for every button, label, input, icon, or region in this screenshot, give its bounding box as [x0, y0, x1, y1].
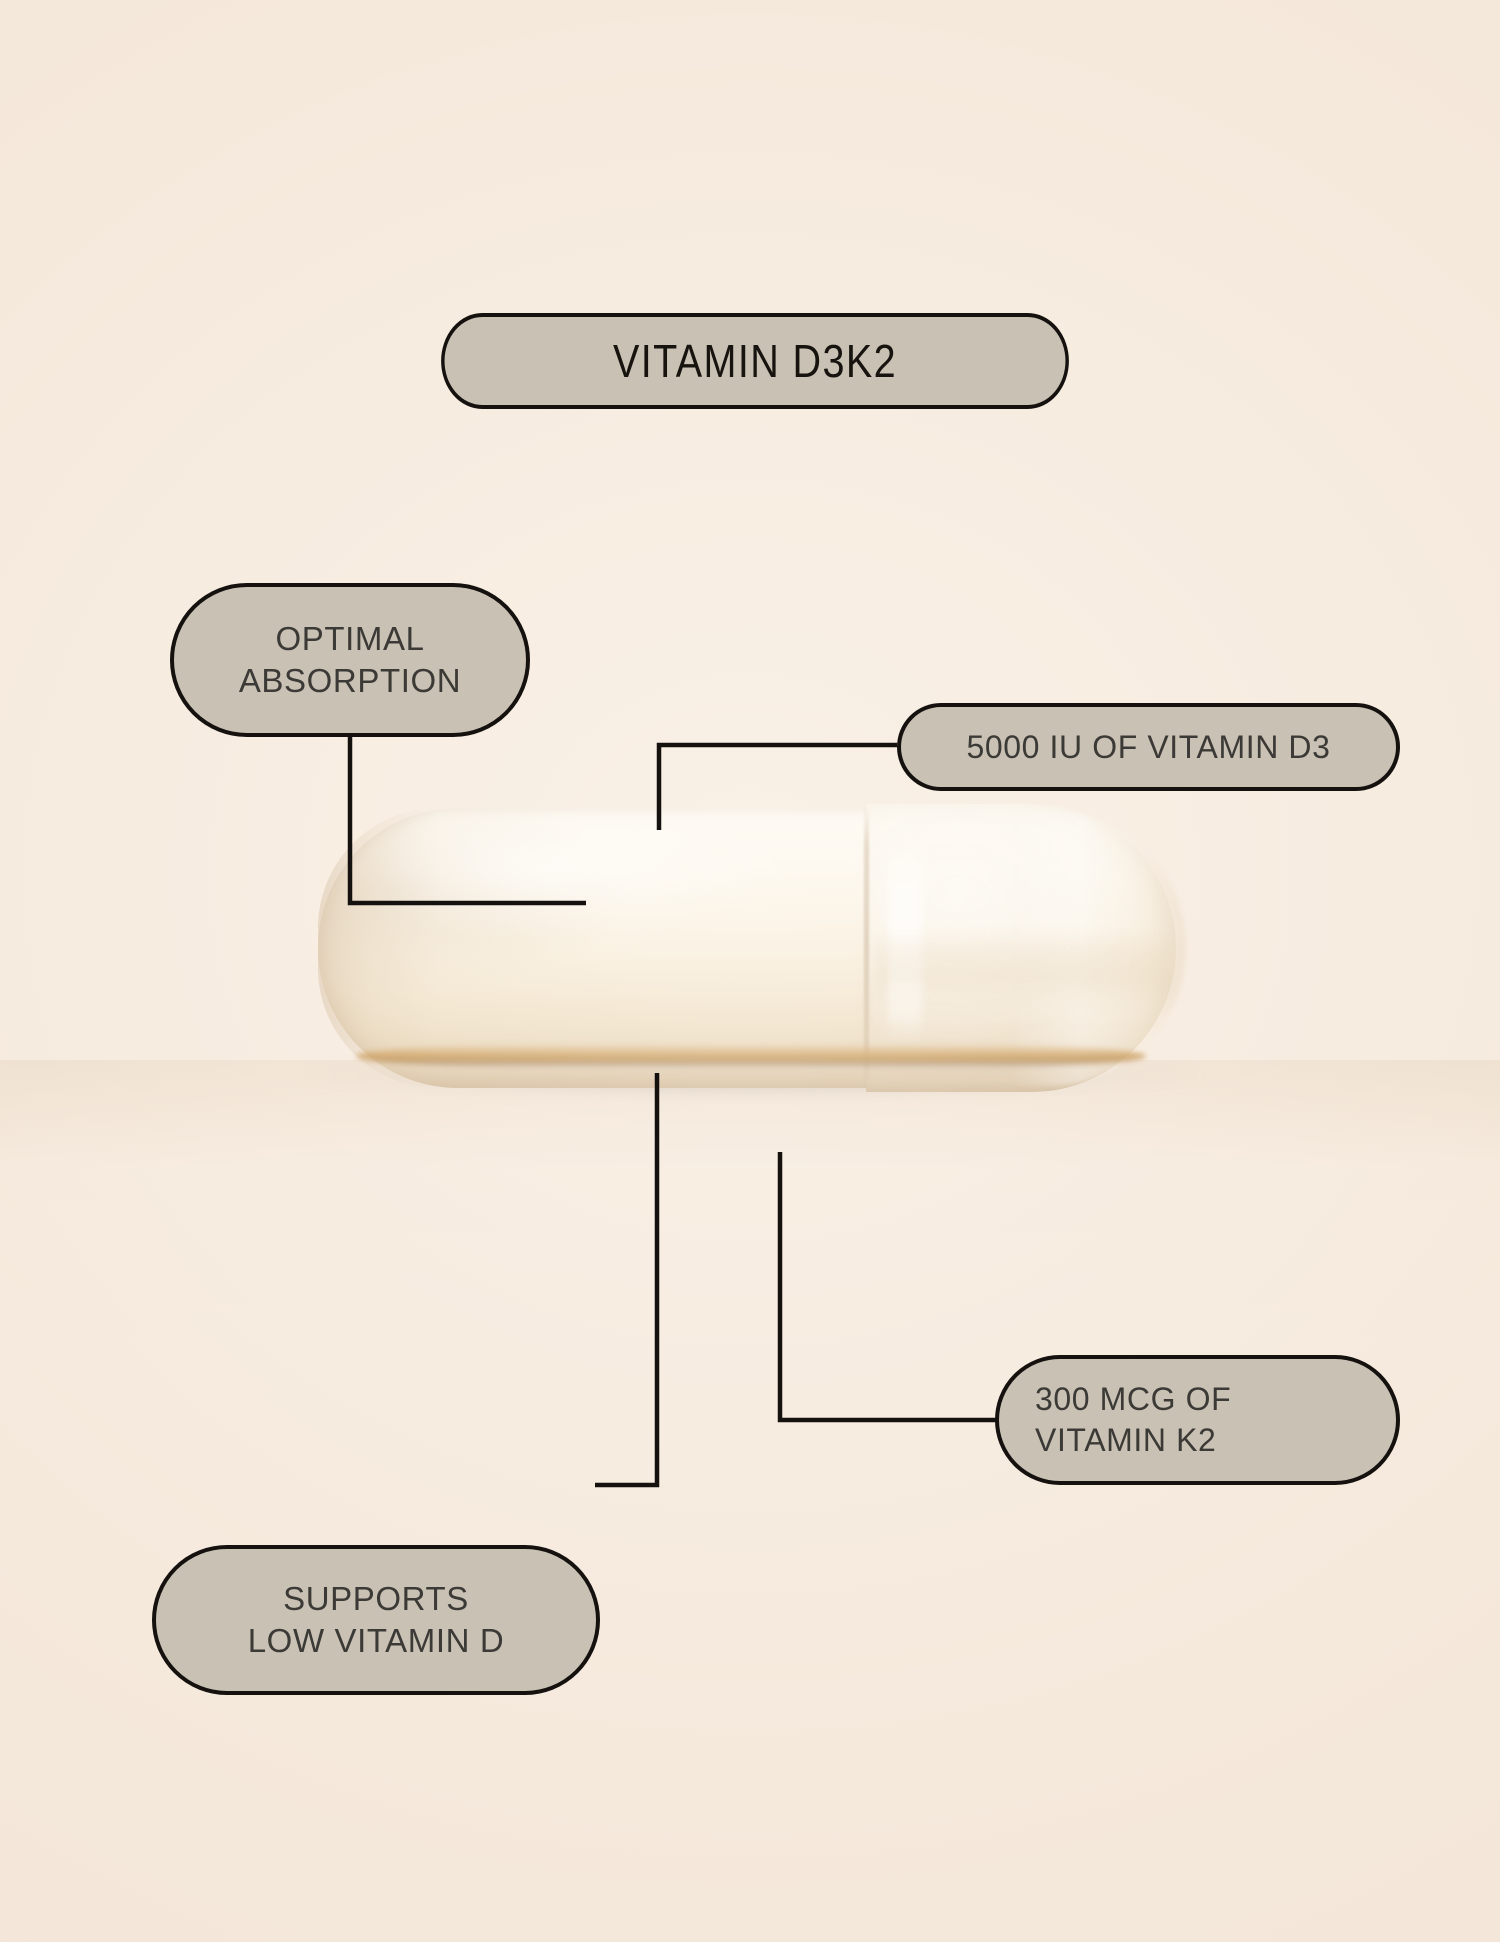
capsule-amber-base-band: [356, 1044, 1146, 1068]
callout-supports-low-vitamin-d: SUPPORTS LOW VITAMIN D: [152, 1545, 600, 1695]
leader-line-vitamin-k2: [777, 1152, 1000, 1423]
product-title-text: VITAMIN D3K2: [613, 334, 897, 387]
product-capsule-image: [306, 804, 1196, 1102]
callout-supports-low-vitamin-d-text: SUPPORTS LOW VITAMIN D: [247, 1579, 505, 1659]
callout-vitamin-k2-dose: 300 MCG OF VITAMIN K2: [995, 1355, 1400, 1485]
capsule-seam-line: [864, 806, 869, 1090]
callout-vitamin-d3-dose: 5000 IU OF VITAMIN D3: [897, 703, 1400, 791]
callout-vitamin-d3-dose-text: 5000 IU OF VITAMIN D3: [966, 728, 1331, 765]
capsule-powder-speckle: [878, 896, 1128, 1014]
callout-optimal-absorption: OPTIMAL ABSORPTION: [170, 583, 530, 737]
callout-vitamin-k2-dose-text: 300 MCG OF VITAMIN K2: [1035, 1381, 1232, 1458]
capsule-body-edge-shade: [318, 808, 438, 1088]
product-title-pill: VITAMIN D3K2: [441, 313, 1069, 409]
callout-optimal-absorption-text: OPTIMAL ABSORPTION: [238, 619, 462, 699]
leader-line-supports-low-vitamin-d: [595, 1073, 660, 1488]
